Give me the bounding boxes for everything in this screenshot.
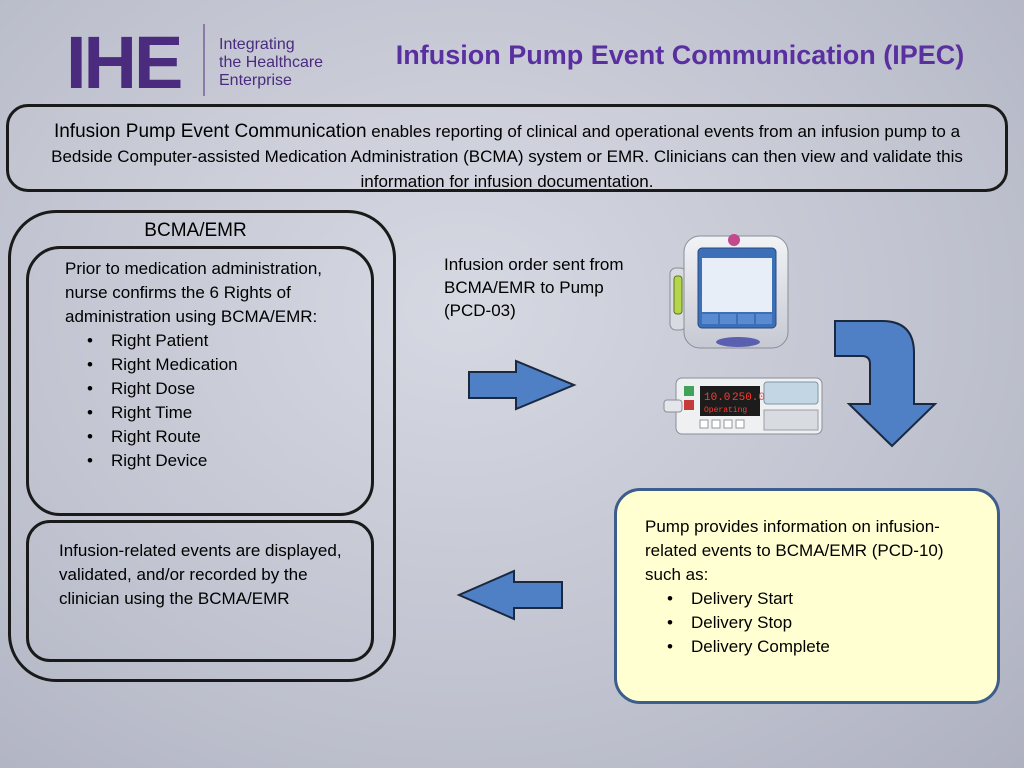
list-item: Delivery Start bbox=[667, 587, 983, 611]
list-item: Right Time bbox=[87, 401, 361, 425]
logo-mark: IHE bbox=[66, 21, 183, 104]
event-display-box: Infusion-related events are displayed, v… bbox=[26, 520, 374, 662]
bcma-emr-label: BCMA/EMR bbox=[144, 220, 247, 241]
list-item: Right Patient bbox=[87, 329, 361, 353]
six-rights-box: Prior to medication administration, nurs… bbox=[26, 246, 374, 516]
pump-display-right: 250.0 bbox=[732, 392, 765, 404]
pump-display-left: 10.0 bbox=[704, 392, 730, 404]
pump-events-box: Pump provides information on infusion-re… bbox=[614, 488, 1000, 704]
ihe-logo: IHE Integrating the Healthcare Enterpris… bbox=[66, 20, 346, 104]
list-item: Right Device bbox=[87, 449, 361, 473]
list-item: Right Route bbox=[87, 425, 361, 449]
event-display-text: Infusion-related events are displayed, v… bbox=[59, 541, 342, 608]
bcma-emr-container bbox=[8, 210, 396, 682]
slide-title: Infusion Pump Event Communication (IPEC) bbox=[395, 40, 965, 70]
logo-divider bbox=[203, 24, 205, 96]
logo-words: Integrating the Healthcare Enterprise bbox=[219, 36, 323, 90]
logo-line-3: Enterprise bbox=[219, 72, 292, 89]
intro-lead: Infusion Pump Event Communication bbox=[53, 121, 367, 142]
arrow-left-icon bbox=[456, 569, 563, 621]
six-rights-intro: Prior to medication administration, nurs… bbox=[65, 259, 323, 326]
list-item: Right Medication bbox=[87, 353, 361, 377]
list-item: Delivery Stop bbox=[667, 611, 983, 635]
pump-events-list: Delivery Start Delivery Stop Delivery Co… bbox=[645, 587, 983, 659]
six-rights-list: Right Patient Right Medication Right Dos… bbox=[65, 329, 361, 473]
list-item: Right Dose bbox=[87, 377, 361, 401]
intro-box: Infusion Pump Event Communication enable… bbox=[6, 104, 1008, 192]
pump-events-intro: Pump provides information on infusion-re… bbox=[645, 517, 944, 584]
logo-line-1: Integrating bbox=[219, 36, 295, 53]
list-item: Delivery Complete bbox=[667, 635, 983, 659]
arrow-right-icon bbox=[468, 359, 577, 411]
logo-line-2: the Healthcare bbox=[219, 54, 324, 71]
pole-pump-illustration bbox=[669, 234, 789, 349]
bent-arrow-down-icon bbox=[834, 320, 938, 448]
intro-body: enables reporting of clinical and operat… bbox=[51, 122, 963, 191]
order-sent-text: Infusion order sent from BCMA/EMR to Pum… bbox=[444, 255, 624, 320]
pump-alarm-text: Operating bbox=[704, 406, 747, 415]
syringe-pump-illustration: 10.0 250.0 Operating bbox=[663, 377, 823, 435]
